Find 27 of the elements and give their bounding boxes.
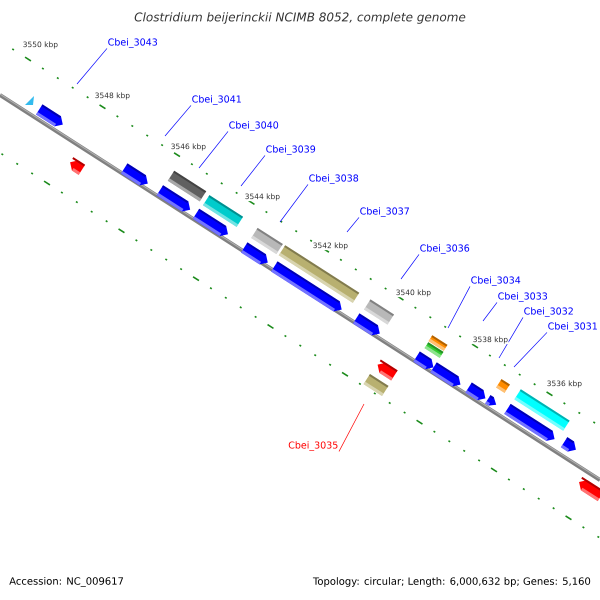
accession-label: Accession: NC_009617 (9, 577, 124, 587)
gene-label: Cbei_3033 (498, 292, 548, 302)
leader-line (346, 217, 360, 232)
leader-line (338, 404, 364, 452)
gene-label: Cbei_3041 (192, 95, 241, 105)
leader-line (198, 131, 228, 168)
leader-line (514, 332, 548, 368)
gene-label: Cbei_3043 (108, 38, 157, 48)
gene-label: Cbei_3036 (420, 244, 470, 254)
gene-label: Cbei_3040 (229, 121, 278, 131)
leader-line (482, 302, 498, 322)
leader-line (280, 184, 308, 222)
gene-label: Cbei_3031 (548, 322, 597, 332)
leader-line (164, 105, 192, 136)
gene-label: Cbei_3038 (309, 174, 358, 184)
leader-line (240, 155, 266, 186)
leader-line (498, 317, 524, 358)
gene-label: Cbei_3032 (524, 307, 573, 317)
gene-label: Cbei_3039 (266, 145, 316, 155)
gene-label: Cbei_3034 (471, 276, 520, 286)
title: Clostridium beijerinckii NCIMB 8052, complete genome (134, 12, 466, 24)
leader-line (448, 286, 470, 328)
leader-line (400, 254, 420, 280)
gene-label: Cbei_3035 (288, 441, 338, 451)
leader-line (76, 48, 108, 84)
genome-info-label: Topology: circular; Length: 6,000,632 bp; Genes: 5,160 (312, 577, 590, 587)
gene-label: Cbei_3037 (360, 207, 409, 217)
